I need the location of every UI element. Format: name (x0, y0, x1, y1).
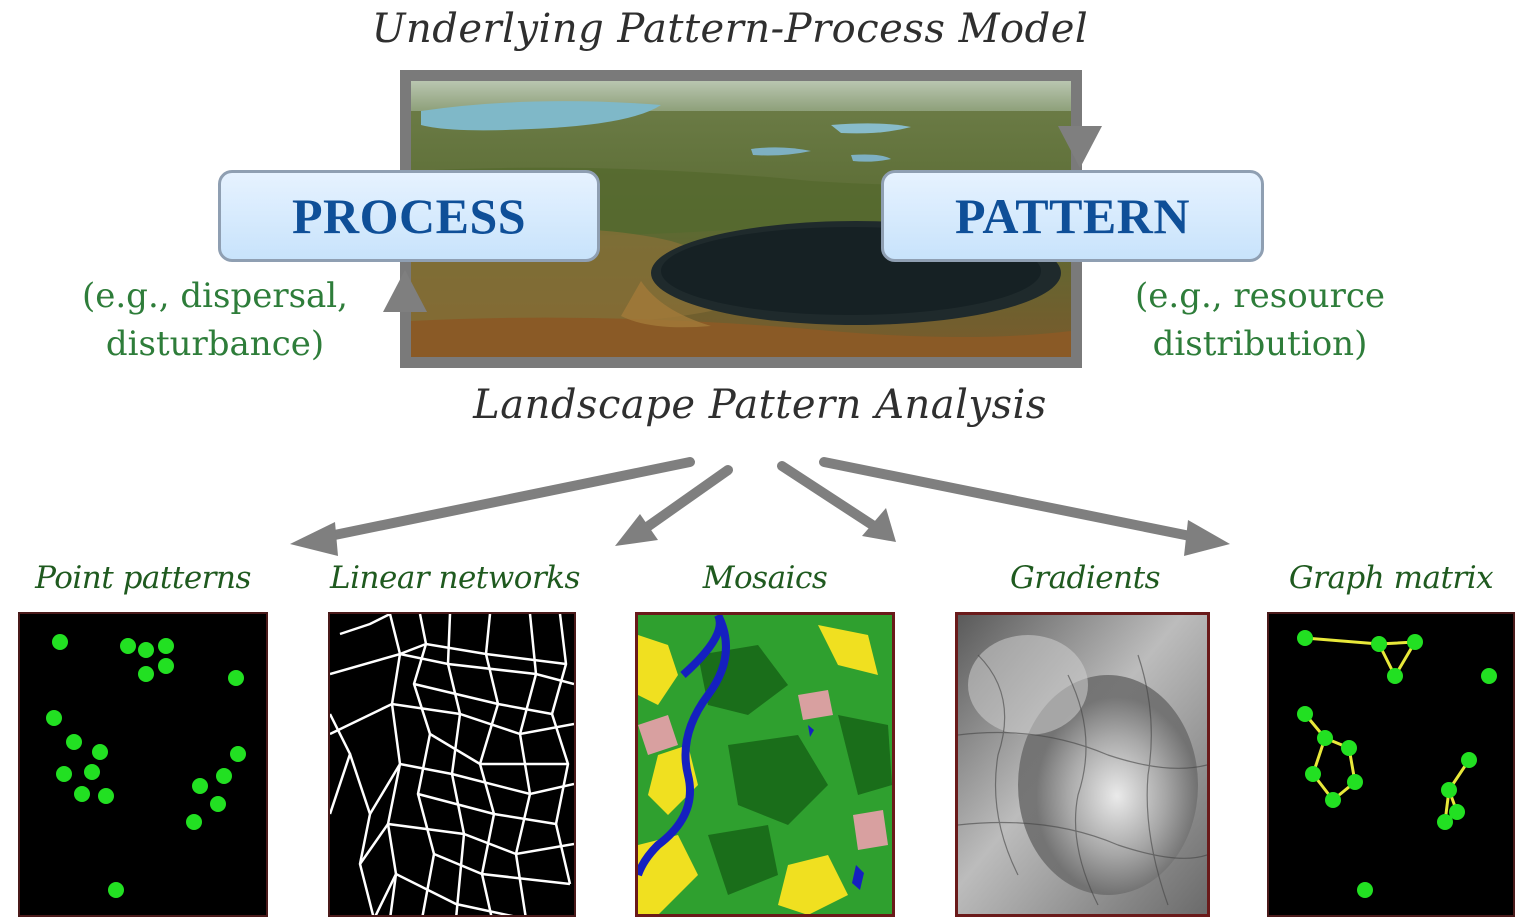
panel-title-linear-networks: Linear networks (330, 560, 580, 596)
linear-network-illustration (330, 614, 574, 915)
arrowhead-mosaics-icon (862, 508, 896, 542)
title-underlying-model: Underlying Pattern-Process Model (371, 6, 1089, 52)
graph-illustration (1297, 630, 1497, 898)
process-example-line2: disturbance) (105, 324, 325, 364)
arrow-to-linear-networks (635, 465, 733, 537)
arrow-to-point-patterns (315, 457, 695, 543)
pattern-example-line1: (e.g., resource (1135, 276, 1385, 316)
point-pattern-illustration (46, 634, 246, 898)
arrow-up-left-icon (383, 270, 427, 312)
pattern-example-line2: distribution) (1152, 324, 1368, 364)
pattern-box: PATTERN (881, 170, 1264, 262)
arrow-down-right-icon (1058, 126, 1102, 168)
panel-title-point-patterns: Point patterns (35, 560, 251, 596)
arrow-to-mosaics (777, 461, 885, 535)
panel-title-graph-matrix: Graph matrix (1288, 560, 1494, 596)
process-box: PROCESS (218, 170, 600, 262)
arrow-to-graph-matrix (819, 457, 1205, 543)
arrowhead-graph-matrix-icon (1184, 520, 1230, 556)
pattern-examples: (e.g., resource distribution) (1100, 272, 1420, 368)
panel-mosaics (635, 612, 895, 917)
panel-graph-matrix (1267, 612, 1515, 917)
title-pattern-analysis: Landscape Pattern Analysis (473, 382, 1047, 428)
panel-point-patterns (18, 612, 268, 917)
mosaic-illustration (638, 615, 892, 914)
arrowhead-linear-networks-icon (615, 514, 658, 546)
panel-gradients (955, 612, 1210, 917)
gradient-illustration (958, 615, 1207, 914)
panel-title-gradients: Gradients (1009, 560, 1161, 596)
panel-linear-networks (328, 612, 576, 917)
panel-title-mosaics: Mosaics (702, 560, 828, 596)
arrowhead-point-patterns-icon (290, 522, 338, 556)
process-example-line1: (e.g., dispersal, (81, 276, 348, 316)
process-examples: (e.g., dispersal, disturbance) (55, 272, 375, 368)
